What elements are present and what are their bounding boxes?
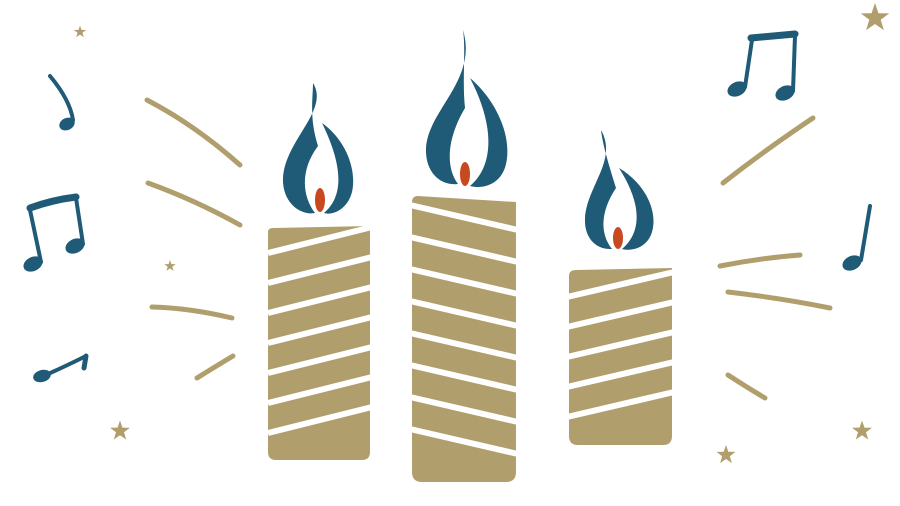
star-icon	[860, 3, 890, 31]
music-notes	[23, 30, 872, 383]
flame-icon	[584, 130, 654, 250]
stars	[73, 3, 890, 464]
wick	[460, 162, 470, 186]
music-note-icon	[48, 74, 75, 131]
wick	[315, 188, 325, 212]
star-icon	[164, 260, 176, 271]
ray-left-2	[145, 180, 243, 228]
middle-candle	[409, 30, 519, 482]
ray-left-1	[144, 97, 243, 168]
radiating-lines	[144, 97, 833, 401]
candle-icon	[267, 224, 373, 460]
ray-right-2	[717, 252, 803, 269]
left-candle	[267, 83, 373, 460]
ray-right-1	[720, 115, 816, 186]
wick	[613, 227, 623, 249]
music-note-icon	[33, 353, 89, 383]
ray-left-3	[149, 304, 235, 321]
ray-left-4	[194, 353, 236, 381]
star-icon	[73, 25, 87, 38]
star-icon	[110, 420, 130, 440]
beamed-notes-icon	[23, 193, 85, 272]
candle-icon	[566, 268, 675, 445]
flame-icon	[282, 83, 354, 214]
candle-icon	[409, 196, 519, 482]
star-icon	[852, 420, 872, 440]
beamed-notes-icon	[727, 30, 799, 101]
star-icon	[716, 445, 736, 464]
music-note-icon	[842, 204, 872, 271]
right-candle	[566, 130, 675, 445]
flame-icon	[425, 30, 508, 188]
ray-right-3	[725, 289, 833, 311]
ray-right-4	[725, 372, 768, 401]
